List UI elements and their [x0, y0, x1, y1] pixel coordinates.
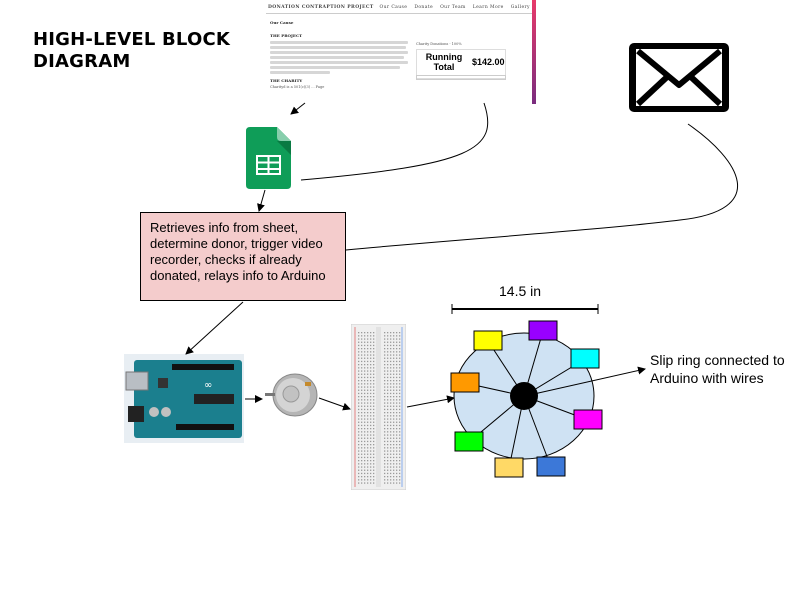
curve-website-to-sheets — [300, 102, 489, 181]
website-charity-heading: THE CHARITY — [270, 78, 303, 83]
breadboard-image — [351, 324, 406, 490]
website-section-heading: Our Cause — [270, 20, 294, 25]
dc-motor-image — [265, 373, 318, 417]
goal-text: Charity Donations - 100% — [416, 42, 462, 46]
running-total-value: $142.00 — [472, 57, 505, 67]
nav-link-our-team: Our Team — [440, 5, 466, 10]
website-project-text — [270, 41, 410, 74]
website-brand: DONATION CONTRAPTION PROJECT — [268, 5, 374, 10]
arduino-board-image: ∞ — [124, 354, 244, 443]
arrow-breadboard-to-wheel — [406, 395, 455, 408]
slip-ring-label: Slip ring connected to Arduino with wire… — [650, 351, 785, 387]
wheel-compartment — [528, 320, 558, 341]
website-accent-bar — [532, 0, 536, 104]
website-content: Our Cause THE PROJECT THE CHARITY Charit… — [270, 20, 410, 90]
wheel-compartment — [573, 409, 603, 430]
wheel-hub — [510, 382, 538, 410]
slip-ring-line-2: Arduino with wires — [650, 370, 764, 386]
donation-wheel — [450, 320, 603, 478]
curve-mail-to-box — [345, 123, 739, 251]
running-total-label: Running Total — [425, 52, 463, 72]
svg-text:∞: ∞ — [204, 380, 212, 391]
title-line-1: HIGH-LEVEL BLOCK — [33, 29, 231, 50]
nav-link-our-cause: Our Cause — [379, 5, 408, 10]
wheel-compartment — [450, 372, 480, 393]
wheel-compartment — [570, 348, 600, 369]
breadboard-holes — [358, 332, 401, 484]
wheel-compartment — [536, 456, 566, 477]
wheel-compartment — [454, 431, 484, 452]
wheel-compartment — [473, 330, 503, 351]
website-nav-links: Our Cause Donate Our Team Learn More Gal… — [380, 5, 530, 10]
arrow-motor-to-breadboard — [318, 397, 351, 411]
envelope-icon — [629, 43, 729, 112]
wheel-compartment — [494, 457, 524, 478]
arrow-box-to-arduino — [185, 301, 244, 355]
website-project-heading: THE PROJECT — [270, 33, 303, 38]
title-line-2: DIAGRAM — [33, 51, 131, 72]
website-charity-text: Charityd is a 501(c)(3) ... Page — [270, 85, 325, 89]
running-total-widget: Charity Donations - 100% Running Total $… — [414, 40, 506, 80]
nav-link-donate: Donate — [414, 5, 434, 10]
arrow-website-to-sheets — [290, 102, 306, 115]
arrow-sheets-to-box — [257, 189, 266, 212]
diagram-title: HIGH-LEVEL BLOCK DIAGRAM — [33, 29, 230, 73]
google-sheets-icon — [246, 127, 291, 189]
slip-ring-line-1: Slip ring connected to — [650, 352, 785, 368]
wheel-diameter-label: 14.5 in — [499, 283, 542, 299]
nav-link-gallery: Gallery — [510, 5, 530, 10]
nav-link-learn-more: Learn More — [472, 5, 504, 10]
website-screenshot: DONATION CONTRAPTION PROJECT Our Cause D… — [262, 0, 533, 104]
process-box: Retrieves info from sheet, determine don… — [140, 212, 346, 301]
website-nav: DONATION CONTRAPTION PROJECT Our Cause D… — [266, 4, 532, 14]
arrow-hub-to-slip-ring — [524, 366, 646, 397]
